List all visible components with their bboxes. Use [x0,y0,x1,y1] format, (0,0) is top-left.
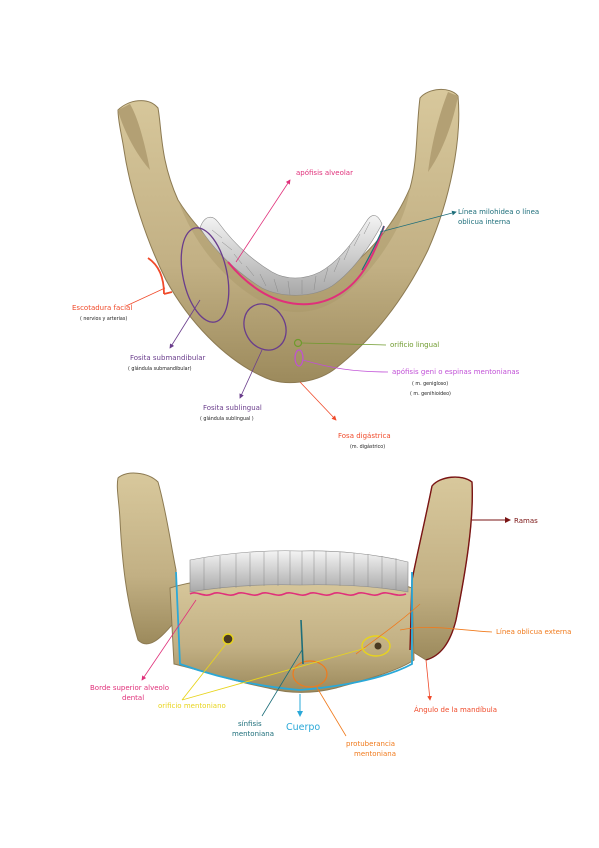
symphysis-line [300,619,304,665]
ramus-right [409,476,473,661]
mandible-inner-shadow [178,188,410,313]
coronoid-left [118,104,150,170]
label-fosita-submandibular: Fosita submandibular [130,354,205,362]
label-apofisis-geni: apófisis geni o espinas mentonianas [392,368,520,376]
leader-borde-superior [141,599,197,681]
ramus-left [116,472,177,645]
teeth-anterior [189,550,409,593]
label-sinfisis-2: mentoniana [232,730,274,738]
leader-protuberancia [315,685,347,737]
ramus-outline [409,476,473,661]
label-ramas: Ramas [514,517,538,525]
mental-foramen-left [222,633,234,645]
teeth-divisions-superior [211,221,371,296]
submandibular-fossa-outline [180,227,230,323]
mental-foramen-right-outline [361,635,391,657]
label-orificio-mentoniano: orificio mentoniano [158,702,226,710]
label-cuerpo: Cuerpo [286,722,320,733]
label-angulo: Ángulo de la mandíbula [414,705,497,714]
label-fosita-sublingual: Fosita sublingual [203,404,262,412]
mandible-body-superior [117,89,460,384]
label-fosita-sublingual-sub: ( glándula sublingual ) [200,415,254,422]
leader-apofisis-geni [302,359,389,373]
leader-apofisis-alveolar [235,179,291,263]
coronoid-right [428,92,458,172]
label-escotadura-sub: ( nervios y arterias) [80,316,127,322]
mental-protuberance-outline [292,660,328,688]
genial-tubercle-marker [294,349,304,367]
label-orificio-lingual: orificio lingual [390,341,439,349]
leader-fosita-sublingual [239,349,263,399]
label-linea-milohidea-2: oblicua interna [458,218,510,226]
leader-linea-milohidea [379,210,457,233]
mandible-superior-view: apófisis alveolar Línea milohidea o líne… [72,89,539,450]
label-protuberancia-1: protuberancia [346,740,395,748]
body-outline [175,571,413,691]
leader-orificio-mentoniano [181,643,367,701]
alveolar-border-line [189,592,407,596]
label-geni-sub-2: ( m. genihioideo) [410,391,451,397]
label-geni-sub-1: ( m. genigloso) [412,381,448,387]
leader-sinfisis [261,649,303,717]
leader-linea-oblicua [399,627,493,633]
label-escotadura-facial: Escotadura facial [72,304,132,312]
leader-orificio-lingual [301,342,387,346]
leader-fosita-submandibular [169,299,201,349]
lingual-foramen-marker [293,338,303,348]
alveolar-process-line [227,225,385,306]
leader-angulo [425,659,432,701]
label-fosa-digastrica-sub: (m. digástrico) [350,443,385,450]
facial-notch-bracket [147,257,173,295]
mandible-anterior-view: Ramas Línea oblicua externa Borde superi… [90,472,571,758]
mental-foramen-right [374,642,382,650]
label-fosita-submandibular-sub: ( glándula submandibular) [128,365,192,372]
teeth-divisions-anterior [203,551,397,590]
sublingual-fossa-outline [243,303,287,351]
label-protuberancia-2: mentoniana [354,750,396,758]
leader-fosa-digastrica [299,381,337,421]
mylohyoid-line [361,225,385,271]
label-borde-superior-2: dental [122,694,144,702]
label-linea-milohidea-1: Línea milohidea o línea [458,208,539,216]
label-apofisis-alveolar: apófisis alveolar [296,169,353,177]
label-fosa-digastrica: Fosa digástrica [338,432,391,440]
leader-escotadura [125,287,166,307]
label-sinfisis-1: sínfisis [238,720,262,728]
label-borde-superior-1: Borde superior alveolo [90,684,169,692]
teeth-superior [199,215,383,296]
label-linea-oblicua-externa: Línea oblicua externa [496,628,571,636]
